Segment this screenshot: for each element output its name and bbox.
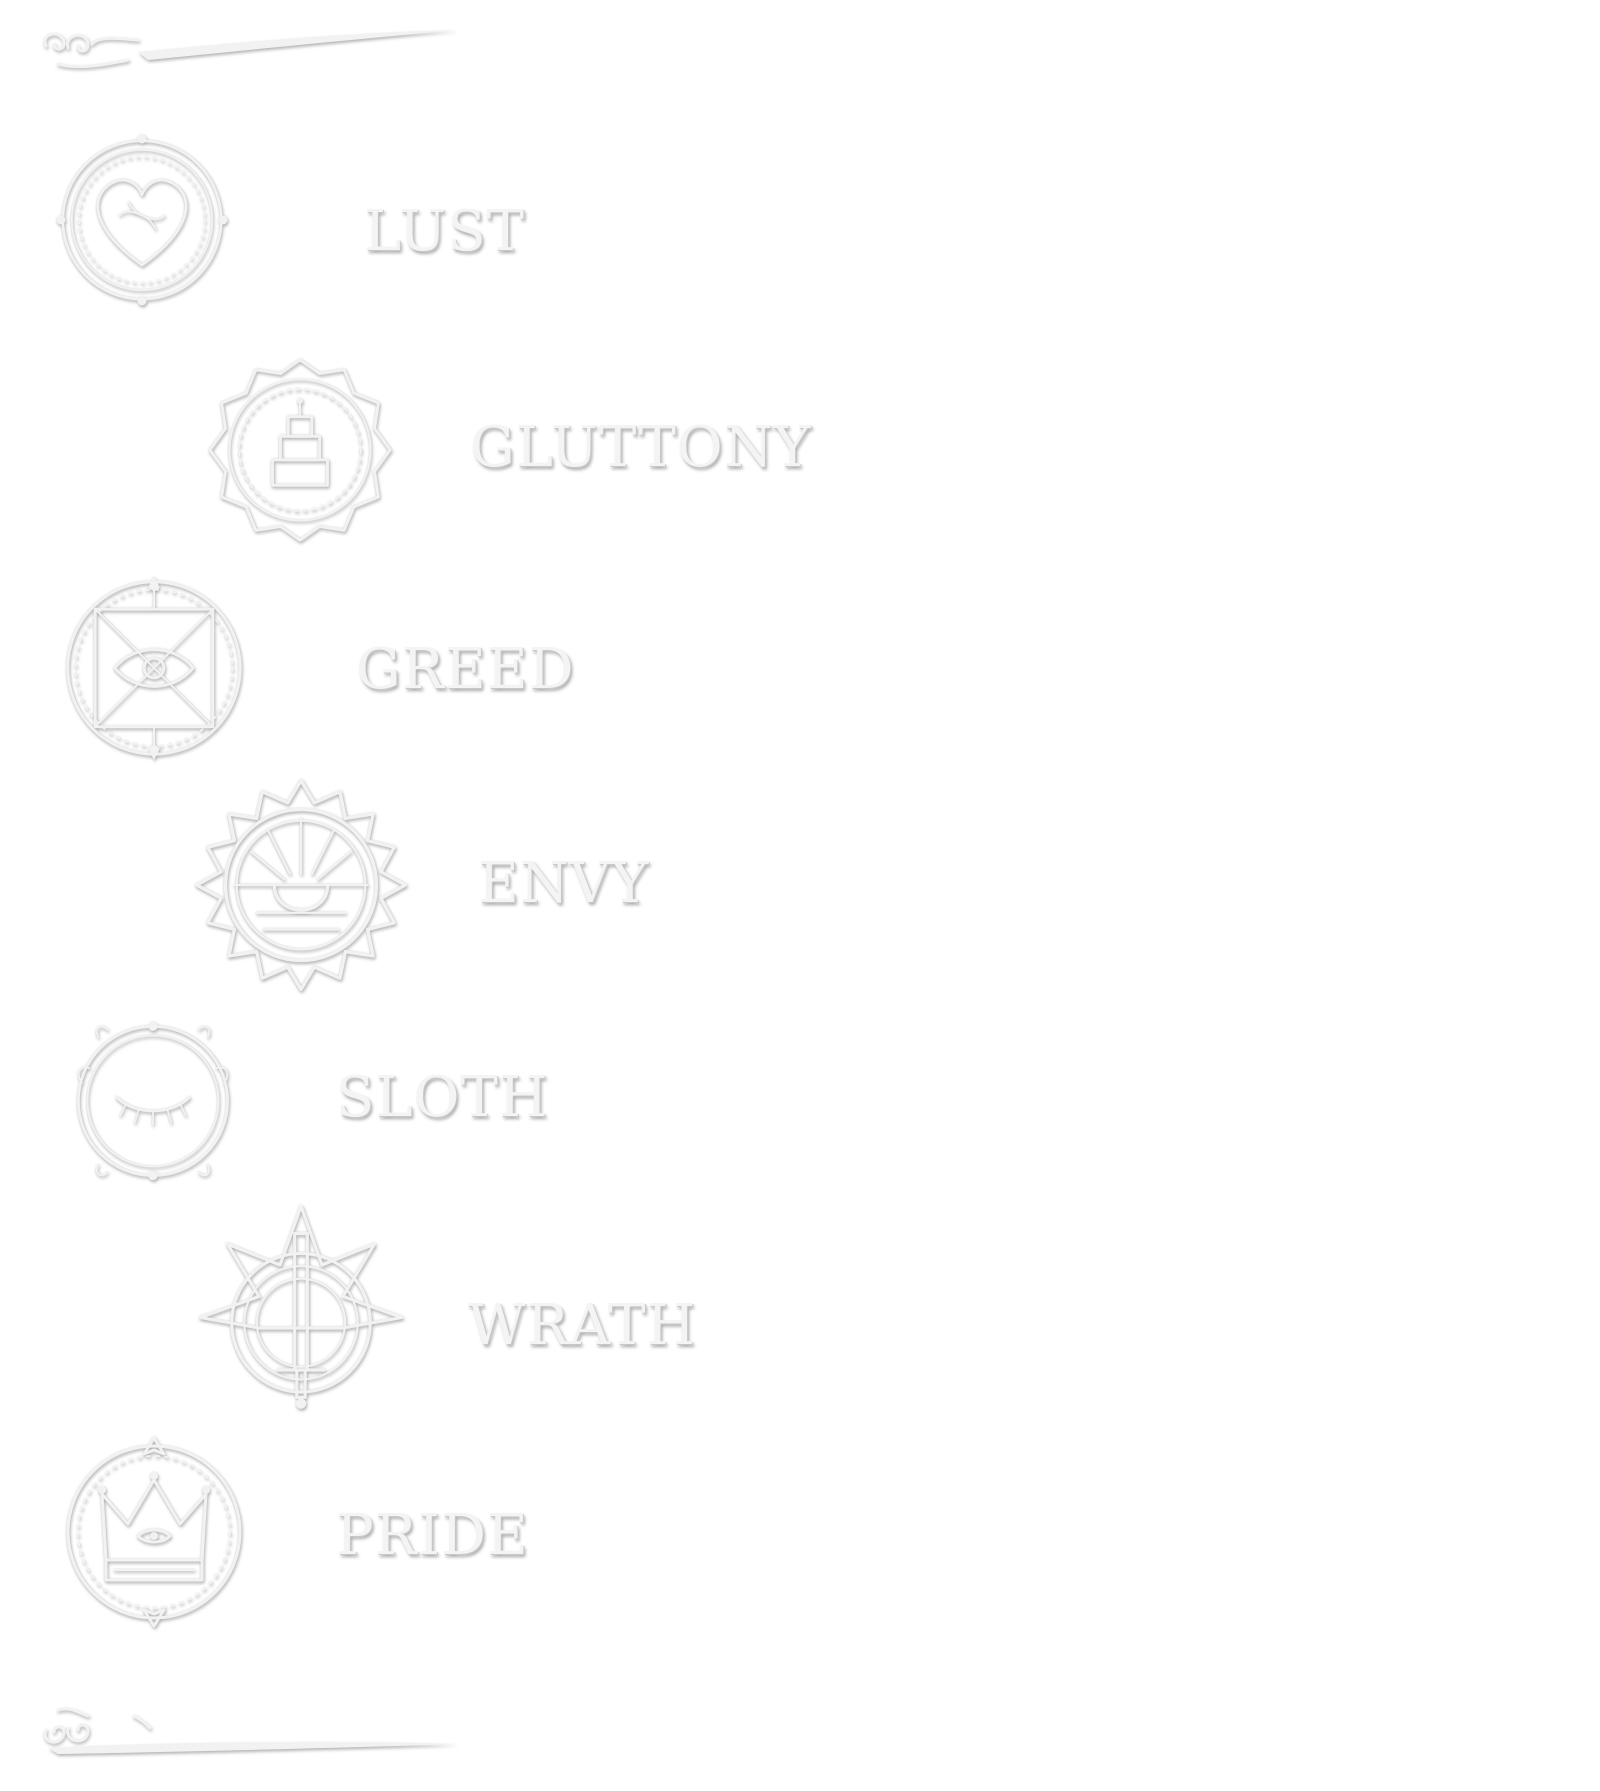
closed-eye-sigil-icon xyxy=(62,1010,244,1192)
sin-label: SLOTH xyxy=(336,1065,549,1130)
bottom-flourish-icon xyxy=(38,1690,468,1760)
eye-pyramid-sigil-icon xyxy=(56,570,252,766)
heart-sigil-icon xyxy=(52,130,232,310)
sin-label: GREED xyxy=(356,637,575,702)
sin-label: LUST xyxy=(364,199,526,264)
sin-label: PRIDE xyxy=(336,1503,529,1568)
sin-label: WRATH xyxy=(468,1293,697,1358)
sin-label: GLUTTONY xyxy=(470,415,812,480)
top-flourish-icon xyxy=(38,24,468,94)
sin-label: ENVY xyxy=(478,851,650,916)
crown-sigil-icon xyxy=(54,1432,254,1632)
eye-sun-sigil-icon xyxy=(190,774,412,996)
cake-sigil-icon xyxy=(202,352,398,548)
sword-sigil-icon xyxy=(196,1198,406,1416)
